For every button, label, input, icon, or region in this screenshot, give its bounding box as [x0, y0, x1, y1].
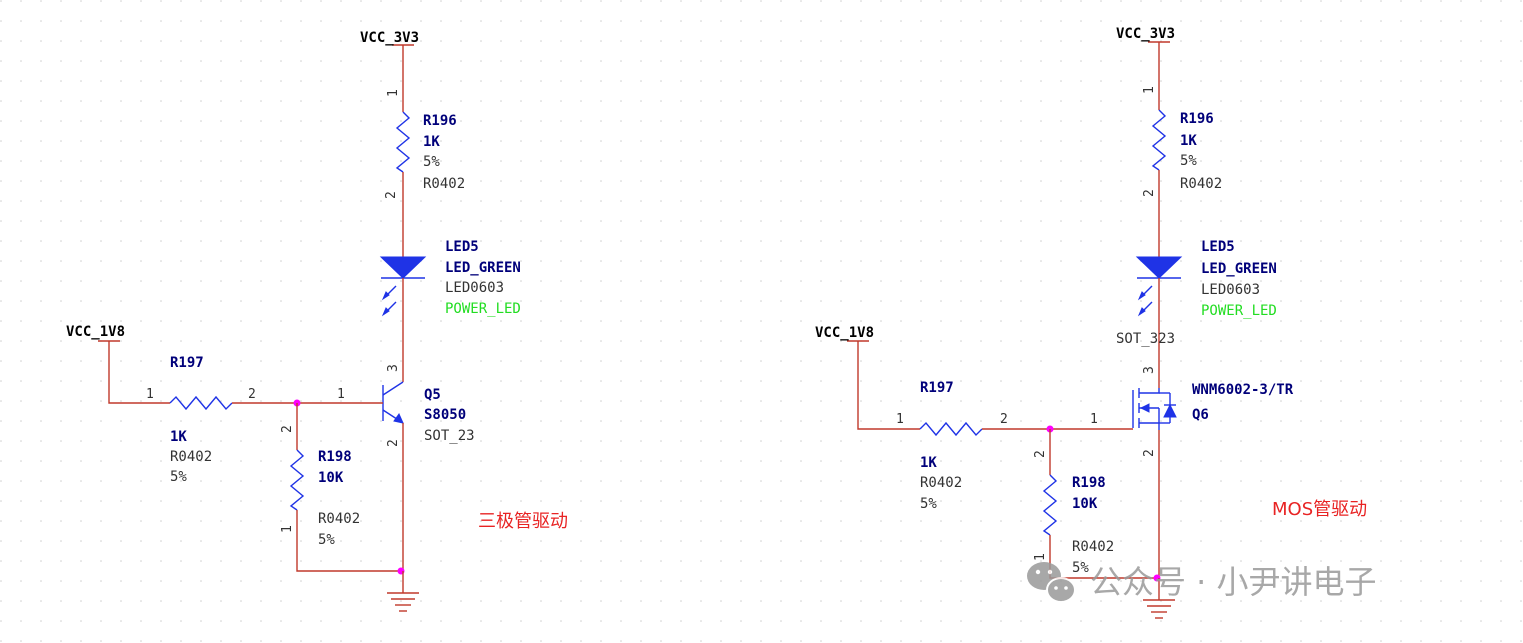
- pin-number: 2: [1000, 412, 1008, 427]
- led5-right[interactable]: LED5 LED_GREEN LED0603 POWER_LED: [1135, 239, 1277, 319]
- resistor-r197-left[interactable]: R197 1K R0402 5%: [169, 355, 233, 485]
- ground-symbol-left: [387, 571, 419, 612]
- resistor-r196-right[interactable]: R196 1K 5% R0402: [1151, 109, 1222, 192]
- refdes: Q6: [1192, 407, 1209, 423]
- package: SOT_323: [1116, 331, 1175, 347]
- package: R0402: [170, 449, 212, 465]
- package: LED0603: [445, 280, 504, 296]
- refdes: R198: [318, 449, 352, 465]
- refdes: R197: [920, 380, 954, 396]
- pin-number: 2: [1142, 449, 1157, 457]
- value: 10K: [318, 470, 344, 486]
- resistor-r198-right[interactable]: R198 10K R0402 5%: [1042, 474, 1114, 576]
- value: LED_GREEN: [445, 260, 521, 276]
- value: 1K: [920, 455, 937, 471]
- refdes: R196: [1180, 111, 1214, 127]
- refdes: R197: [170, 355, 204, 371]
- tolerance: 5%: [1072, 560, 1089, 576]
- pin-number: 2: [1033, 450, 1048, 458]
- ground-symbol-right: [1143, 578, 1175, 619]
- refdes: Q5: [424, 387, 441, 403]
- pin-number: 1: [386, 89, 401, 97]
- pin-number: 2: [248, 387, 256, 402]
- pin-number: 2: [1142, 189, 1157, 197]
- value: 10K: [1072, 496, 1098, 512]
- package: R0402: [1072, 539, 1114, 555]
- refdes: LED5: [445, 239, 479, 255]
- package: R0402: [920, 475, 962, 491]
- pin-number: 2: [386, 439, 401, 447]
- caption-mos-drive: MOS管驱动: [1272, 499, 1367, 520]
- value: WNM6002-3/TR: [1192, 382, 1294, 398]
- tolerance: 5%: [920, 496, 937, 512]
- vcc-1v8-port-left[interactable]: VCC_1V8: [66, 324, 125, 342]
- value: 1K: [1180, 133, 1197, 149]
- resistor-r197-right[interactable]: R197 1K R0402 5%: [919, 380, 983, 512]
- net-label: VCC_3V3: [360, 30, 419, 46]
- pin-number: 1: [1033, 553, 1048, 561]
- tolerance: 5%: [170, 469, 187, 485]
- left-circuit: VCC_3V3 1 R196 1K 5% R0402 2 LED5 LED_GR…: [66, 30, 568, 612]
- package: SOT_23: [424, 428, 475, 444]
- pin-number: 3: [1142, 366, 1157, 374]
- pin-number: 1: [280, 525, 295, 533]
- net-label: VCC_3V3: [1116, 26, 1175, 42]
- value: 1K: [423, 134, 440, 150]
- right-circuit: VCC_3V3 1 R196 1K 5% R0402 2 LED5 LED_GR…: [815, 26, 1367, 619]
- pin-number: 3: [386, 364, 401, 372]
- net-label: VCC_1V8: [815, 325, 874, 341]
- refdes: LED5: [1201, 239, 1235, 255]
- vcc-3v3-port-left[interactable]: VCC_3V3: [360, 30, 419, 46]
- pin-number: 2: [280, 425, 295, 433]
- caption-transistor-drive: 三极管驱动: [478, 511, 568, 532]
- tolerance: 5%: [318, 532, 335, 548]
- pin-number: 2: [384, 191, 399, 199]
- refdes: R198: [1072, 475, 1106, 491]
- tolerance: 5%: [423, 154, 440, 170]
- net-label: VCC_1V8: [66, 324, 125, 340]
- vcc-1v8-port-right[interactable]: VCC_1V8: [815, 325, 874, 342]
- net-name: POWER_LED: [445, 301, 521, 317]
- pin-number: 1: [1142, 86, 1157, 94]
- pin-number: 1: [146, 387, 154, 402]
- refdes: R196: [423, 113, 457, 129]
- net-name: POWER_LED: [1201, 303, 1277, 319]
- pin-number: 1: [896, 412, 904, 427]
- value: LED_GREEN: [1201, 261, 1277, 277]
- package: LED0603: [1201, 282, 1260, 298]
- tolerance: 5%: [1180, 153, 1197, 169]
- package: R0402: [318, 511, 360, 527]
- resistor-r196-left[interactable]: R196 1K 5% R0402: [395, 111, 465, 192]
- watermark: 公众号 · 小尹讲电子: [1027, 562, 1377, 603]
- mosfet-q6[interactable]: WNM6002-3/TR Q6: [1132, 382, 1294, 430]
- value: S8050: [424, 407, 466, 423]
- led5-left[interactable]: LED5 LED_GREEN LED0603 POWER_LED: [379, 239, 521, 317]
- pin-number: 1: [337, 387, 345, 402]
- resistor-r198-left[interactable]: R198 10K R0402 5%: [289, 449, 360, 548]
- pin-number: 1: [1090, 412, 1098, 427]
- wechat-icon: [1027, 562, 1076, 603]
- vcc-3v3-port-right[interactable]: VCC_3V3: [1116, 26, 1175, 43]
- watermark-text: 公众号 · 小尹讲电子: [1090, 563, 1377, 601]
- package: R0402: [1180, 176, 1222, 192]
- value: 1K: [170, 429, 187, 445]
- package: R0402: [423, 176, 465, 192]
